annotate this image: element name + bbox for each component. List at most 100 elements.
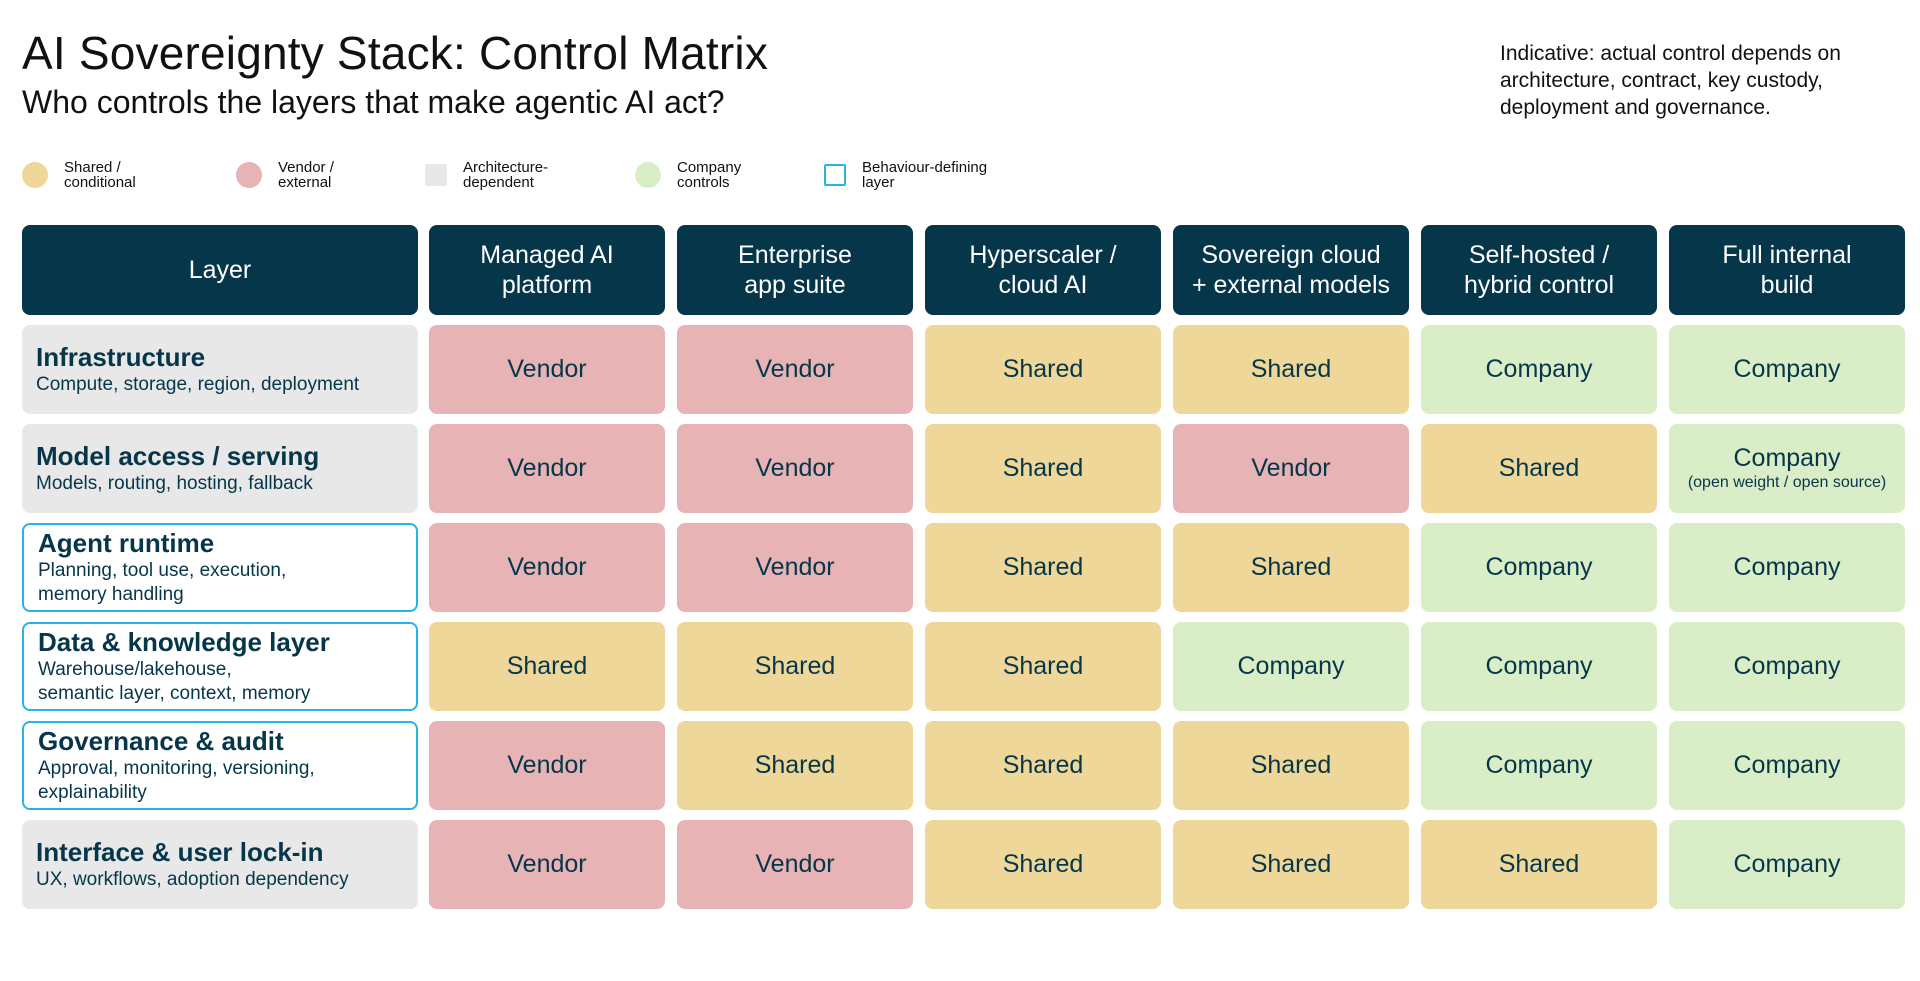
header-label: Full internal build: [1722, 241, 1852, 299]
cell-company: Company: [1421, 523, 1657, 612]
cell-company: Company: [1669, 325, 1905, 414]
cell-vendor: Vendor: [429, 721, 665, 810]
legend-label-shared: Shared / conditional: [64, 159, 136, 191]
header-sovereign-cloud-external-models: Sovereign cloud + external models: [1173, 225, 1409, 315]
cell-value: Shared: [1002, 454, 1084, 482]
chart-title: AI Sovereignty Stack: Control Matrix: [22, 27, 769, 79]
cell-value: Company: [1485, 553, 1593, 581]
cell-vendor: Vendor: [677, 523, 913, 612]
cell-vendor: Vendor: [429, 325, 665, 414]
header-self-hosted-hybrid-control: Self-hosted / hybrid control: [1421, 225, 1657, 315]
cell-shared: Shared: [925, 721, 1161, 810]
layer-description: Planning, tool use, execution, memory ha…: [38, 559, 287, 605]
cell-value: Vendor: [507, 850, 587, 878]
legend-swatch-behaviour: [824, 164, 846, 186]
legend-swatch-shared: [22, 162, 48, 188]
cell-value: Vendor: [755, 850, 835, 878]
cell-value: Vendor: [1251, 454, 1331, 482]
cell-value: Vendor: [755, 553, 835, 581]
legend-swatch-architecture: [425, 164, 447, 186]
layer-name: Model access / serving: [36, 440, 320, 471]
cell-company: Company: [1669, 721, 1905, 810]
cell-company: Company: [1421, 622, 1657, 711]
cell-value: Vendor: [507, 553, 587, 581]
cell-note: (open weight / open source): [1687, 474, 1887, 491]
cell-value: Vendor: [507, 454, 587, 482]
cell-vendor: Vendor: [1173, 424, 1409, 513]
layer-description: Warehouse/lakehouse, semantic layer, con…: [38, 658, 311, 704]
header-full-internal-build: Full internal build: [1669, 225, 1905, 315]
cell-value: Shared: [506, 652, 588, 680]
cell-value: Shared: [754, 751, 836, 779]
header-hyperscaler-cloud-ai: Hyperscaler / cloud AI: [925, 225, 1161, 315]
cell-vendor: Vendor: [677, 325, 913, 414]
chart-subtitle: Who controls the layers that make agenti…: [22, 84, 725, 120]
header-label: Hyperscaler / cloud AI: [969, 241, 1117, 299]
cell-value: Shared: [1250, 751, 1332, 779]
header-label: Enterprise app suite: [738, 241, 852, 299]
cell-shared: Shared: [925, 622, 1161, 711]
cell-value: Vendor: [755, 454, 835, 482]
cell-shared: Shared: [1173, 325, 1409, 414]
cell-vendor: Vendor: [429, 424, 665, 513]
layer-description: Models, routing, hosting, fallback: [36, 472, 313, 494]
layer-description: Compute, storage, region, deployment: [36, 373, 360, 395]
disclaimer-note: Indicative: actual control depends on ar…: [1500, 42, 1841, 119]
cell-value: Shared: [1002, 751, 1084, 779]
header-label: Managed AI platform: [480, 241, 614, 299]
layer-name: Data & knowledge layer: [38, 626, 330, 657]
legend-item-architecture: Architecture-dependent: [425, 160, 583, 190]
cell-value: Company: [1237, 652, 1345, 680]
header-layer-label: Layer: [188, 256, 252, 284]
cell-value: Shared: [1250, 355, 1332, 383]
cell-value: Shared: [754, 652, 836, 680]
header-label: Sovereign cloud + external models: [1191, 241, 1391, 299]
cell-value: Shared: [1002, 553, 1084, 581]
layer-description: Approval, monitoring, versioning, explai…: [38, 757, 315, 803]
cell-value: Company: [1733, 444, 1841, 472]
header-enterprise-app-suite: Enterprise app suite: [677, 225, 913, 315]
legend-swatch-company: [635, 162, 661, 188]
legend-swatch-vendor: [236, 162, 262, 188]
layer-name: Governance & audit: [38, 725, 284, 756]
cell-company: Company: [1669, 820, 1905, 909]
cell-value: Vendor: [755, 355, 835, 383]
cell-shared: Shared: [1173, 721, 1409, 810]
cell-value: Company: [1733, 850, 1841, 878]
cell-value: Shared: [1498, 454, 1580, 482]
cell-company: Company: [1421, 325, 1657, 414]
legend-item-shared: Shared / conditional: [22, 160, 184, 190]
cell-value: Company: [1485, 751, 1593, 779]
cell-value: Vendor: [507, 751, 587, 779]
cell-value: Company: [1733, 751, 1841, 779]
cell-shared: Shared: [429, 622, 665, 711]
layer-name: Agent runtime: [38, 527, 215, 558]
cell-shared: Shared: [1421, 820, 1657, 909]
cell-company: Company: [1421, 721, 1657, 810]
layer-name: Infrastructure: [36, 341, 206, 372]
cell-shared: Shared: [1421, 424, 1657, 513]
legend-item-behaviour: Behaviour-defining layer: [824, 160, 1012, 190]
cell-value: Company: [1733, 553, 1841, 581]
cell-value: Shared: [1002, 850, 1084, 878]
header-layer: Layer: [22, 225, 418, 315]
cell-company: Company (open weight / open source): [1669, 424, 1905, 513]
layer-name: Interface & user lock-in: [36, 836, 324, 867]
cell-company: Company: [1669, 622, 1905, 711]
cell-value: Vendor: [507, 355, 587, 383]
legend-label-behaviour: Behaviour-defining layer: [862, 159, 988, 191]
cell-value: Shared: [1002, 652, 1084, 680]
cell-value: Company: [1733, 652, 1841, 680]
cell-shared: Shared: [677, 721, 913, 810]
cell-shared: Shared: [925, 523, 1161, 612]
cell-value: Shared: [1498, 850, 1580, 878]
cell-company: Company: [1669, 523, 1905, 612]
cell-value: Shared: [1002, 355, 1084, 383]
cell-vendor: Vendor: [677, 820, 913, 909]
cell-shared: Shared: [677, 622, 913, 711]
header-label: Self-hosted / hybrid control: [1463, 241, 1615, 299]
